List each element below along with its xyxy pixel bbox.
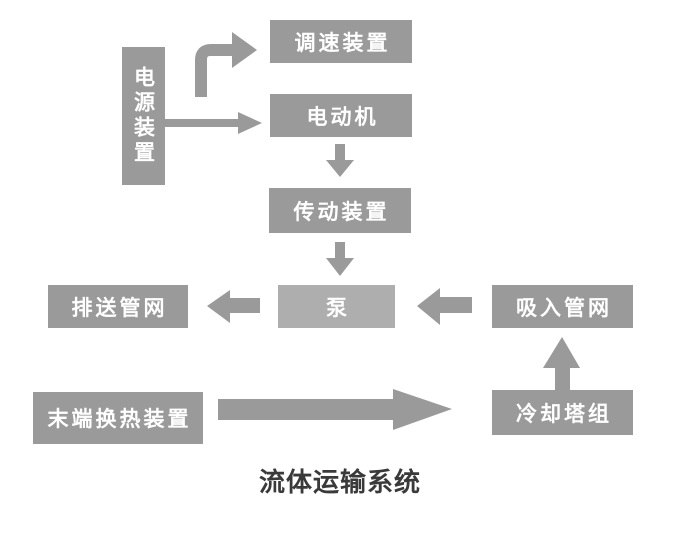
arrow-power-to-motor-icon (165, 112, 262, 134)
diagram-title: 流体运输系统 (258, 468, 421, 497)
node-pump: 泵 (278, 285, 395, 328)
node-discharge-network: 排送管网 (48, 285, 188, 328)
arrow-motor-to-transmission-icon (326, 144, 354, 177)
node-speed-control: 调速装置 (270, 20, 412, 63)
arrow-transmission-to-pump-icon (326, 242, 354, 276)
arrow-pump-to-discharge-icon (207, 290, 260, 323)
node-power-supply: 电源装置 (122, 47, 165, 185)
node-suction-network: 吸入管网 (492, 285, 633, 328)
arrow-terminal-to-cooling-icon (218, 389, 452, 430)
arrow-suction-to-pump-icon (417, 288, 472, 325)
node-cooling-tower: 冷却塔组 (492, 390, 633, 435)
node-motor: 电动机 (270, 94, 412, 137)
arrow-cooling-to-suction-icon (543, 337, 580, 390)
node-terminal-heat-exchange: 末端换热装置 (33, 392, 203, 444)
arrow-power-to-speed-elbow-icon (195, 32, 257, 97)
node-transmission: 传动装置 (269, 188, 411, 233)
